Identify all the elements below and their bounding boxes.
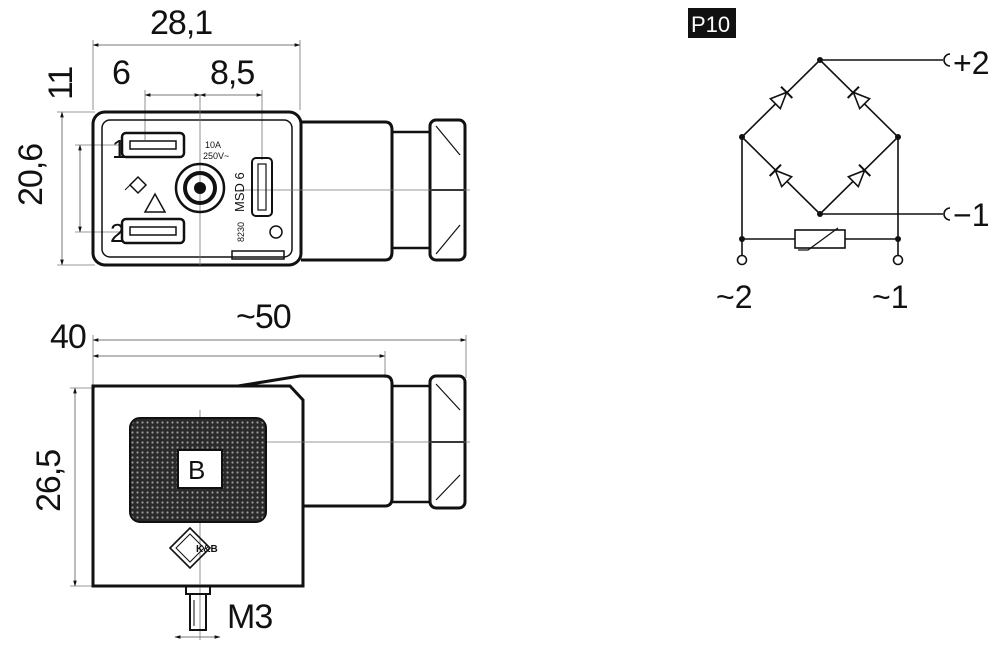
terminal-minus-icon	[943, 207, 951, 221]
dim-pitch-label: 11	[42, 67, 80, 100]
dim-width-label: 28,1	[150, 4, 212, 42]
pin-2-contact	[120, 217, 186, 245]
center-screw-icon	[174, 162, 226, 214]
kb-logo-icon	[124, 175, 148, 195]
terminal-minus-label: −1	[953, 197, 989, 233]
dim-right-label: 8,5	[210, 54, 254, 92]
varistor-icon	[794, 227, 846, 251]
diode-bottom-right-icon	[846, 163, 872, 189]
grille-letter: B	[188, 455, 205, 485]
diode-top-right-icon	[846, 85, 872, 111]
dim-height-label: 20,6	[12, 144, 50, 206]
rating-voltage: 250V~	[203, 151, 229, 161]
dim-length-label: ~50	[236, 298, 291, 336]
ground-triangle-icon	[143, 192, 167, 213]
pin-1-label: 1	[112, 134, 126, 164]
dim-offset-label: 40	[50, 318, 86, 356]
terminal-ac1-label: ~1	[872, 279, 908, 315]
code-label: 8230	[236, 222, 246, 242]
terminal-ac2-icon	[736, 254, 748, 266]
diode-bottom-left-icon	[768, 163, 794, 189]
pin-2-label: 2	[110, 218, 124, 248]
dim-side-height-label: 26,5	[30, 450, 68, 512]
schematic: P10	[688, 8, 989, 315]
screw-label: M3	[227, 598, 272, 636]
terminal-ac2-label: ~2	[716, 279, 752, 315]
top-view: 28,1 6 8,5 20,6 11	[12, 4, 470, 267]
dim-left-label: 6	[112, 54, 130, 92]
m3-screw	[185, 585, 211, 631]
side-view: ~50 40 26,5 B K&B	[30, 298, 470, 640]
diode-top-left-icon	[768, 85, 794, 111]
schematic-badge: P10	[691, 12, 730, 37]
model-label: MSD 6	[232, 172, 247, 212]
logo-text: K&B	[196, 544, 218, 555]
terminal-plus-icon	[943, 53, 951, 67]
badge-background	[688, 8, 736, 38]
rating-current: 10A	[205, 140, 221, 150]
terminal-plus-label: +2	[953, 45, 989, 81]
indicator-grille	[129, 417, 267, 523]
kb-logo-side-icon	[168, 526, 212, 570]
pin-1-contact	[120, 131, 186, 159]
terminal-ac1-icon	[892, 254, 904, 266]
